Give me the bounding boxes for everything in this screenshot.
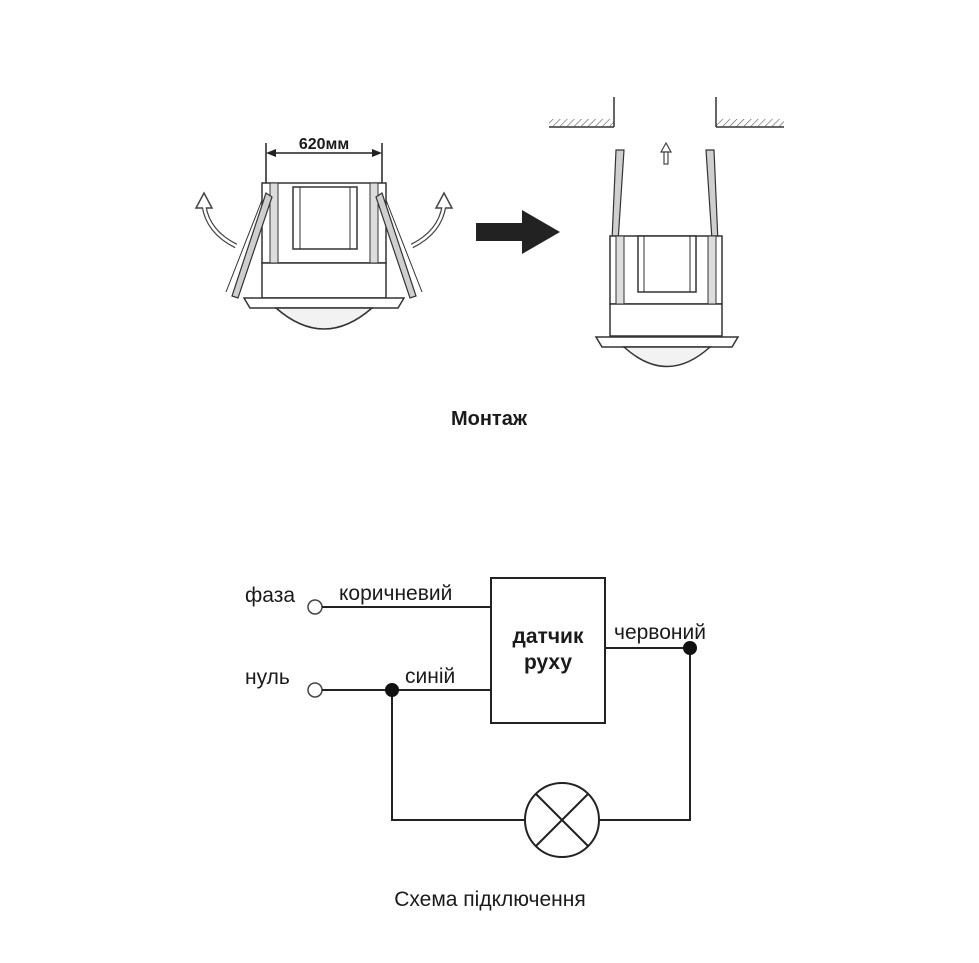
sensor-label-line2: руху (524, 651, 572, 674)
junction-red (683, 641, 697, 655)
red-wire-label: червоний (614, 621, 706, 644)
neutral-to-lamp-wire (391, 690, 525, 821)
wiring-diagram (307, 577, 697, 858)
phase-terminal (307, 599, 323, 615)
blue-wire-label: синій (405, 665, 455, 688)
ceiling (549, 97, 784, 128)
next-step-arrow (476, 210, 560, 254)
rotate-arrow-right (410, 191, 454, 249)
width-dimension (265, 143, 383, 185)
mounting-caption: Монтаж (451, 408, 528, 430)
red-wire (599, 647, 691, 821)
sensor-drawing-right (549, 97, 784, 368)
sensor-drawing-left: 620мм (194, 136, 454, 330)
motion-sensor-box (490, 577, 606, 724)
junction-neutral (385, 683, 399, 697)
width-label: 620мм (299, 136, 349, 153)
insert-direction-arrow (659, 141, 673, 165)
neutral-label: нуль (245, 666, 290, 689)
neutral-terminal (307, 682, 323, 698)
sensor-label-line1: датчик (513, 625, 584, 648)
rotate-arrow-left (194, 191, 238, 249)
wiring-caption: Схема підключення (394, 888, 586, 911)
phase-label: фаза (245, 584, 295, 607)
brown-wire-label: коричневий (339, 582, 452, 605)
lamp-icon (524, 782, 600, 858)
